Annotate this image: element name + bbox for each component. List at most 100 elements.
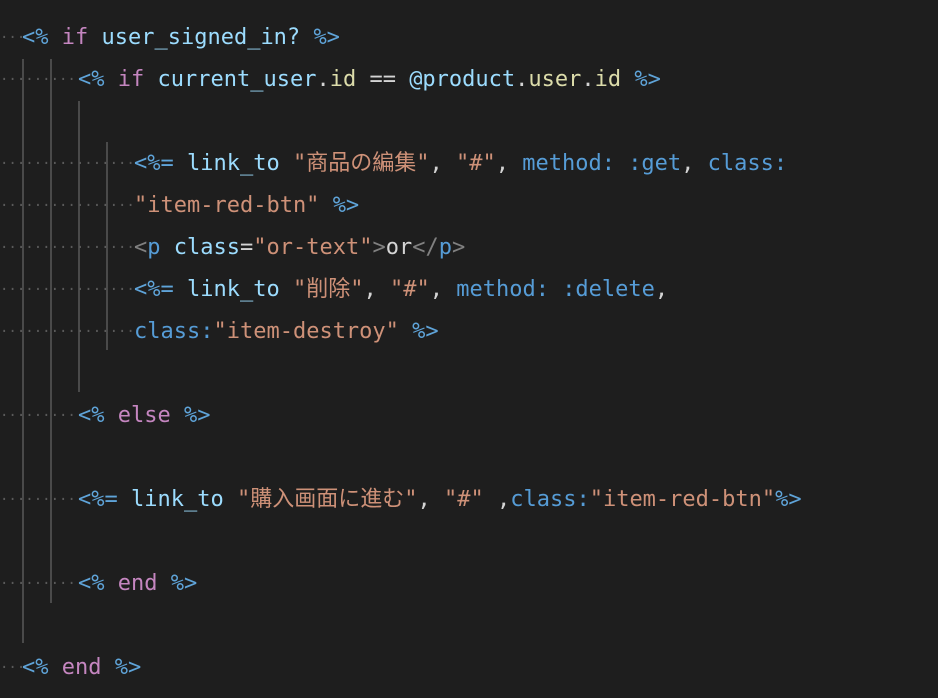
- code-token: %>: [634, 67, 661, 92]
- code-line[interactable]: [0, 437, 938, 479]
- code-token: <: [134, 235, 148, 260]
- code-line[interactable]: [0, 605, 938, 647]
- code-token: [399, 319, 412, 344]
- code-line[interactable]: ···········<% if current_user.id == @pro…: [0, 59, 938, 101]
- code-token: class:: [134, 319, 214, 344]
- code-token: [161, 235, 174, 260]
- code-token: ,: [429, 151, 456, 176]
- code-token: <%=: [78, 487, 118, 512]
- code-line[interactable]: ···<% if user_signed_in? %>: [0, 17, 938, 59]
- code-token: "or-text": [253, 235, 373, 260]
- code-token: ,: [654, 277, 669, 302]
- code-token: [102, 655, 115, 680]
- code-text: <% else %>: [78, 395, 211, 437]
- code-token: [144, 67, 157, 92]
- code-token: <%: [78, 403, 105, 428]
- code-token: [319, 193, 332, 218]
- code-token: [105, 67, 118, 92]
- whitespace-marker: ···················: [0, 324, 161, 340]
- whitespace-marker: ···: [0, 30, 26, 46]
- code-text: <% end %>: [78, 563, 198, 605]
- code-token: method:: [456, 277, 549, 302]
- code-token: [118, 487, 131, 512]
- code-token: [280, 277, 293, 302]
- whitespace-marker: ···········: [0, 72, 93, 88]
- code-token: else: [117, 403, 171, 428]
- code-token: %>: [313, 25, 340, 50]
- code-line[interactable]: ···<% end %>: [0, 647, 938, 689]
- code-token: class: [173, 235, 240, 260]
- code-token: "#": [389, 277, 430, 302]
- code-token: [174, 151, 187, 176]
- code-token: [105, 571, 118, 596]
- code-text: class:"item-destroy" %>: [134, 311, 439, 353]
- code-token: [49, 655, 62, 680]
- code-token: >: [451, 235, 466, 260]
- code-line[interactable]: ···················"item-red-btn" %>: [0, 185, 938, 227]
- code-token: end: [61, 655, 102, 680]
- code-token: [224, 487, 237, 512]
- code-text: <p class="or-text">or</p>: [134, 227, 466, 269]
- code-token: "削除": [292, 277, 364, 302]
- code-token: class:: [707, 151, 788, 176]
- code-token: ,: [363, 277, 390, 302]
- code-token: if: [61, 25, 89, 50]
- indent-guide: [106, 142, 108, 350]
- code-token: %>: [775, 487, 802, 512]
- code-token: id: [329, 67, 357, 92]
- code-token: [549, 277, 562, 302]
- code-token: [280, 151, 293, 176]
- code-token: id: [594, 67, 622, 92]
- code-token: [174, 277, 187, 302]
- code-token: "#": [443, 487, 484, 512]
- code-line[interactable]: ···········<%= link_to "購入画面に進む", "#" ,c…: [0, 479, 938, 521]
- code-line[interactable]: [0, 521, 938, 563]
- indent-guide: [22, 58, 24, 643]
- code-token: %>: [332, 193, 360, 218]
- code-token: :get: [628, 151, 682, 176]
- code-token: link_to: [187, 277, 280, 302]
- code-token: <%=: [134, 277, 174, 302]
- code-line[interactable]: ···········<% end %>: [0, 563, 938, 605]
- code-token: user: [528, 67, 582, 92]
- code-token: .: [581, 67, 595, 92]
- code-line[interactable]: ···················class:"item-destroy" …: [0, 311, 938, 353]
- code-token: [88, 25, 101, 50]
- code-token: "商品の編集": [292, 151, 430, 176]
- code-token: [300, 25, 313, 50]
- code-token: "item-red-btn": [134, 193, 320, 218]
- indent-guide: [50, 58, 52, 603]
- code-text: <%= link_to "購入画面に進む", "#" ,class:"item-…: [78, 479, 802, 521]
- code-token: ,: [429, 277, 457, 302]
- code-line[interactable]: [0, 101, 938, 143]
- whitespace-marker: ···········: [0, 492, 93, 508]
- code-token: "item-destroy": [213, 319, 399, 344]
- whitespace-marker: ···········: [0, 576, 93, 592]
- code-token: =: [239, 235, 254, 260]
- code-token: [49, 25, 62, 50]
- code-token: [158, 571, 171, 596]
- code-token: link_to: [187, 151, 280, 176]
- code-line[interactable]: ···················<p class="or-text">or…: [0, 227, 938, 269]
- code-token: user_signed_in?: [101, 25, 301, 50]
- code-token: ,: [495, 151, 523, 176]
- code-token: >: [372, 235, 386, 260]
- code-token: link_to: [131, 487, 224, 512]
- code-token: class:: [510, 487, 590, 512]
- whitespace-marker: ···················: [0, 156, 161, 172]
- code-token: "item-red-btn": [589, 487, 776, 512]
- code-line[interactable]: ···················<%= link_to "商品の編集", …: [0, 143, 938, 185]
- code-token: %>: [114, 655, 142, 680]
- whitespace-marker: ···················: [0, 282, 161, 298]
- code-line[interactable]: ···········<% else %>: [0, 395, 938, 437]
- indent-guide: [78, 100, 80, 392]
- code-token: end: [117, 571, 158, 596]
- code-token: p: [147, 235, 161, 260]
- code-token: %>: [183, 403, 211, 428]
- code-token: method:: [522, 151, 615, 176]
- code-line[interactable]: [0, 353, 938, 395]
- code-token: if: [117, 67, 145, 92]
- code-line[interactable]: ···················<%= link_to "削除", "#"…: [0, 269, 938, 311]
- code-text: <% if user_signed_in? %>: [22, 17, 340, 59]
